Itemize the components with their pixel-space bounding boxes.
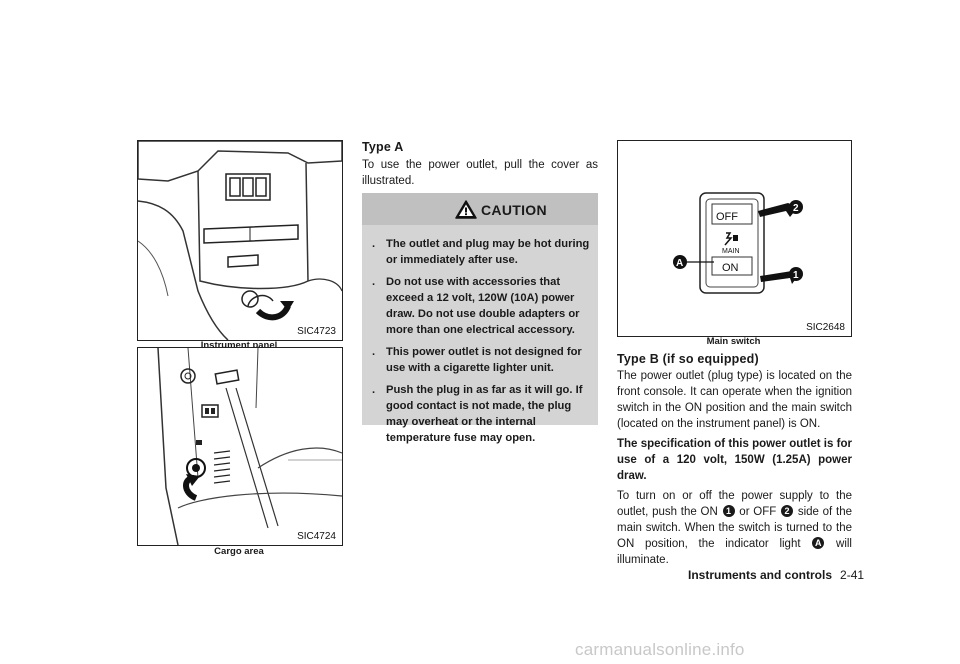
switch-off-label: OFF xyxy=(716,211,738,223)
bullet: . xyxy=(372,346,376,358)
text-run: To turn on or off the power supply to th… xyxy=(617,490,852,518)
section-heading: Type A xyxy=(362,140,404,154)
figure-cargo-area: SIC4724 xyxy=(137,347,343,546)
switch-main-label: MAIN xyxy=(722,248,740,255)
bullet: . xyxy=(372,384,376,396)
ref-marker-a: A xyxy=(812,537,825,549)
marker-1: 1 xyxy=(793,270,799,281)
caution-item: . The outlet and plug may be hot during o… xyxy=(372,236,592,268)
bullet: . xyxy=(372,238,376,250)
figure-code: SIC4723 xyxy=(297,326,336,337)
figure-caption: Main switch xyxy=(706,336,761,347)
type-a-section: Type A To use the power outlet, pull the… xyxy=(362,140,598,189)
caution-item-text: Do not use with accessories that exceed … xyxy=(386,276,580,336)
section-heading: Type B (if so equipped) xyxy=(617,352,759,366)
marker-a: A xyxy=(676,258,683,269)
text-run: will illuminate. xyxy=(617,538,852,566)
caution-title: CAUTION xyxy=(481,202,547,218)
caution-item: . Do not use with accessories that exceed… xyxy=(372,274,592,338)
type-b-section: Type B (if so equipped) The power outlet… xyxy=(617,352,852,572)
figure-caption: Cargo area xyxy=(214,546,264,557)
cargo-area-illustration xyxy=(157,348,342,545)
paragraph: The power outlet (plug type) is located … xyxy=(617,370,852,430)
caution-item: . Push the plug in as far as it will go. … xyxy=(372,382,592,446)
caution-list: . The outlet and plug may be hot during o… xyxy=(372,236,592,452)
ref-marker-2: 2 xyxy=(781,505,794,517)
warning-icon xyxy=(455,200,477,219)
caution-item-text: The outlet and plug may be hot during or… xyxy=(386,238,590,266)
marker-2: 2 xyxy=(793,203,799,214)
footer-section-title: Instruments and controls xyxy=(688,568,833,582)
text-run: side of the main switch. When the switch… xyxy=(617,506,852,550)
spec-paragraph: The specification of this power outlet i… xyxy=(617,438,852,482)
main-switch-illustration: OFF MAIN ON 2 1 A xyxy=(673,192,803,294)
caution-box: CAUTION . The outlet and plug may be hot … xyxy=(362,193,598,444)
caution-title-bar xyxy=(362,193,598,225)
bullet: . xyxy=(372,276,376,288)
figure-code: SIC4724 xyxy=(297,531,336,542)
switch-on-label: ON xyxy=(722,262,739,274)
figure-main-switch: OFF MAIN ON 2 1 A SIC2648 xyxy=(617,140,852,337)
page-footer: Instruments and controls 2-41 xyxy=(688,568,864,582)
text-run: or OFF xyxy=(739,506,777,518)
figure-instrument-panel: SIC4723 xyxy=(137,140,343,341)
caution-item-text: This power outlet is not designed for us… xyxy=(386,346,582,374)
instrument-panel-illustration xyxy=(138,141,342,340)
page-number: 2-41 xyxy=(840,568,865,582)
paragraph: To use the power outlet, pull the cover … xyxy=(362,159,598,187)
paragraph: To turn on or off the power supply to th… xyxy=(617,488,852,568)
ref-marker-1: 1 xyxy=(722,505,735,517)
caution-item: . This power outlet is not designed for u… xyxy=(372,344,592,376)
caution-item-text: Push the plug in as far as it will go. I… xyxy=(386,384,583,444)
watermark: carmanualsonline.info xyxy=(575,640,745,659)
figure-caption: Instrument panel xyxy=(200,340,278,351)
figure-code: SIC2648 xyxy=(806,322,845,333)
